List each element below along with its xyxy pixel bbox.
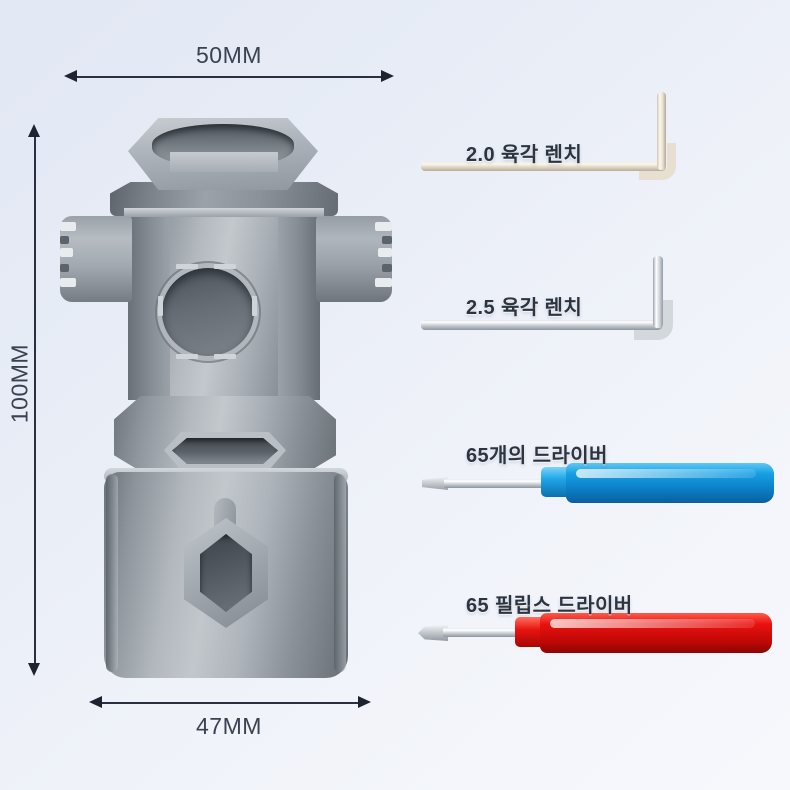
arrow-down-icon [28, 663, 40, 676]
hex-wrench-bend [639, 143, 676, 180]
product-image-bottom-bracket-tool [60, 108, 392, 678]
hex-wrench-icon [421, 162, 666, 171]
dimension-width-line [77, 76, 382, 78]
arrow-right-icon [381, 70, 394, 82]
barrel-bevel-right [278, 214, 320, 400]
screwdriver-shaft [444, 479, 549, 488]
accessory-label-1: 2.5 육각 렌치 [466, 297, 583, 319]
flathead-screwdriver-icon [422, 477, 448, 490]
accessory-label-0: 2.0 육각 렌치 [466, 144, 583, 166]
handle-gloss-highlight [576, 469, 756, 478]
cylinder-edge-left [106, 474, 118, 672]
dimension-height-label: 100MM [6, 343, 33, 424]
arrow-right-icon [358, 696, 371, 708]
tool-lug-right [316, 216, 392, 302]
phillips-screwdriver-icon [418, 625, 448, 641]
hex-wrench-short-arm [657, 92, 666, 170]
hex-wrench-short-arm [653, 256, 663, 328]
tool-shoulder-band [124, 208, 324, 217]
tool-slot-recess [172, 438, 278, 464]
dimension-depth-line [102, 702, 359, 704]
cylinder-edge-right [334, 474, 346, 672]
dimension-width-label: 50MM [196, 42, 262, 68]
dimension-depth-label: 47MM [196, 713, 262, 739]
accessory-label-2: 65개의 드라이버 [466, 445, 608, 467]
hex-wrench-bend [634, 300, 673, 340]
screwdriver-shaft [443, 628, 523, 637]
tool-lug-left [60, 216, 132, 302]
arrow-up-icon [28, 124, 40, 137]
tool-hex-collar-lip [170, 152, 278, 172]
accessory-label-3: 65 필립스 드라이버 [466, 595, 633, 617]
hex-wrench-icon [421, 320, 663, 330]
tool-face-port [158, 264, 257, 359]
handle-gloss-highlight [550, 619, 755, 628]
arrow-left-icon [89, 696, 102, 708]
arrow-left-icon [64, 70, 77, 82]
dimension-height-line [34, 136, 36, 664]
